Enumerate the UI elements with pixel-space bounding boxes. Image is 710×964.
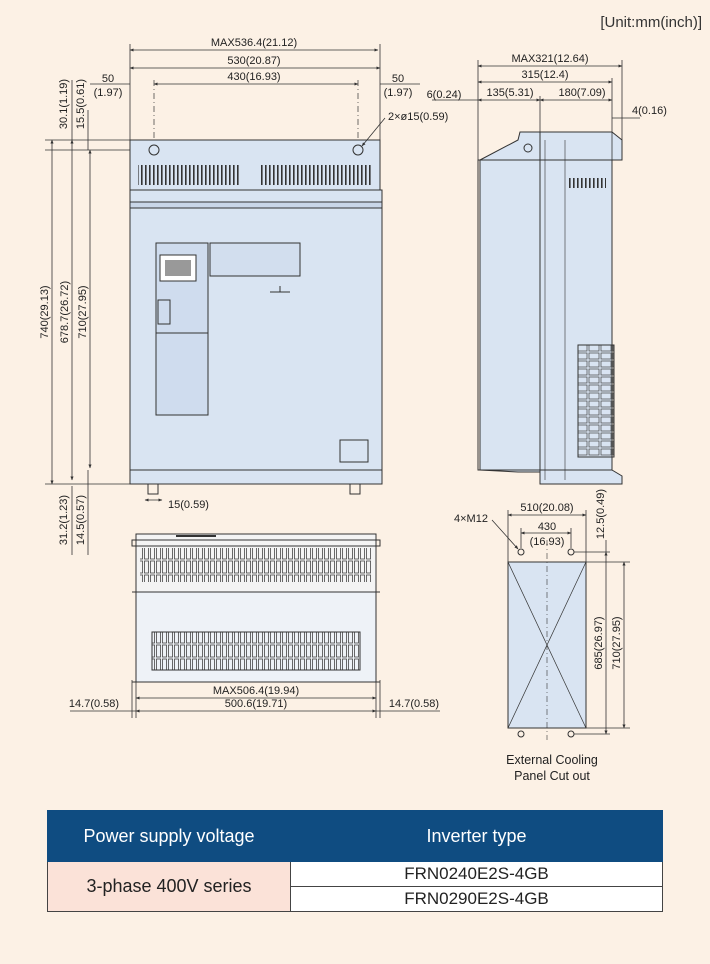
cutout-bolts-label: 4×M12	[454, 513, 488, 525]
bottom-dimension-labels: MAX506.4(19.94) 500.6(19.71) 14.7(0.58) …	[69, 685, 439, 710]
front-height-740-label: 740(29.13)	[39, 285, 51, 338]
dimension-drawing: MAX536.4(21.12) 530(20.87) 430(16.93) 50…	[39, 37, 667, 783]
cutout-caption-line2: Panel Cut out	[514, 769, 590, 783]
front-top-15-label: 15.5(0.61)	[75, 79, 87, 129]
front-slot-15-label: 15(0.59)	[168, 499, 209, 511]
cutout-view	[507, 540, 587, 740]
cutout-top-12-label: 12.5(0.49)	[595, 489, 607, 539]
front-left-50-label: 50	[102, 73, 114, 85]
side-max-depth-label: MAX321(12.64)	[511, 53, 588, 65]
front-right-50-label: 50	[392, 73, 404, 85]
cutout-width-430-label: 430	[538, 521, 556, 533]
bottom-max-width-label: MAX506.4(19.94)	[213, 685, 299, 697]
bottom-view	[131, 533, 381, 683]
bottom-dimension-lines	[70, 680, 440, 718]
front-hole-note-label: 2×ø15(0.59)	[388, 111, 448, 123]
front-dimension-labels: MAX536.4(21.12) 530(20.87) 430(16.93) 50…	[39, 37, 448, 545]
cutout-dimension-labels: 4×M12 510(20.08) 430 (16.93) 12.5(0.49) …	[454, 489, 623, 783]
table-row: FRN0290E2S-4GB	[48, 886, 663, 912]
front-right-50-inch-label: (1.97)	[384, 87, 413, 99]
inverter-spec-table: Power supply voltage Inverter type 3-pha…	[47, 810, 663, 912]
cutout-dimension-lines	[491, 510, 630, 735]
side-view	[477, 131, 623, 485]
side-d4-label: 4(0.16)	[632, 105, 667, 117]
front-width-430-label: 430(16.93)	[227, 71, 280, 83]
cutout-width-430-inch-label: (16.93)	[530, 536, 565, 548]
front-height-678-label: 678.7(26.72)	[59, 281, 71, 343]
side-depth-315-label: 315(12.4)	[521, 69, 568, 81]
front-view	[129, 80, 383, 495]
front-top-30-label: 30.1(1.19)	[58, 79, 70, 129]
bottom-width-500-label: 500.6(19.71)	[225, 698, 287, 710]
side-d6-label: 6(0.24)	[427, 89, 462, 101]
front-dimension-lines	[45, 44, 420, 555]
front-height-710-label: 710(27.95)	[77, 285, 89, 338]
bottom-left-14-label: 14.7(0.58)	[69, 698, 119, 710]
side-d180-label: 180(7.09)	[558, 87, 605, 99]
voltage-group-cell: 3-phase 400V series	[47, 861, 291, 912]
cutout-height-710-label: 710(27.95)	[611, 616, 623, 669]
front-left-50-inch-label: (1.97)	[94, 87, 123, 99]
cutout-caption-line1: External Cooling	[506, 753, 598, 767]
front-width-530-label: 530(20.87)	[227, 55, 280, 67]
front-bottom-31-label: 31.2(1.23)	[58, 495, 70, 545]
side-dimension-labels: MAX321(12.64) 315(12.4) 6(0.24) 135(5.31…	[427, 53, 667, 117]
cutout-width-510-label: 510(20.08)	[520, 502, 573, 514]
front-max-width-label: MAX536.4(21.12)	[211, 37, 297, 49]
bottom-right-14-label: 14.7(0.58)	[389, 698, 439, 710]
inverter-type-cell: FRN0240E2S-4GB	[290, 861, 663, 887]
inverter-type-header: Inverter type	[290, 810, 663, 862]
power-supply-header: Power supply voltage	[47, 810, 291, 862]
side-dimension-lines	[432, 60, 640, 160]
table-row: 3-phase 400V series FRN0240E2S-4GB	[47, 861, 663, 912]
cutout-height-685-label: 685(26.97)	[593, 616, 605, 669]
unit-label: [Unit:mm(inch)]	[600, 14, 702, 31]
front-bottom-14-label: 14.5(0.57)	[75, 495, 87, 545]
table-header-row: Power supply voltage Inverter type	[47, 810, 663, 862]
side-d135-label: 135(5.31)	[486, 87, 533, 99]
inverter-type-cell: FRN0290E2S-4GB	[290, 886, 663, 912]
